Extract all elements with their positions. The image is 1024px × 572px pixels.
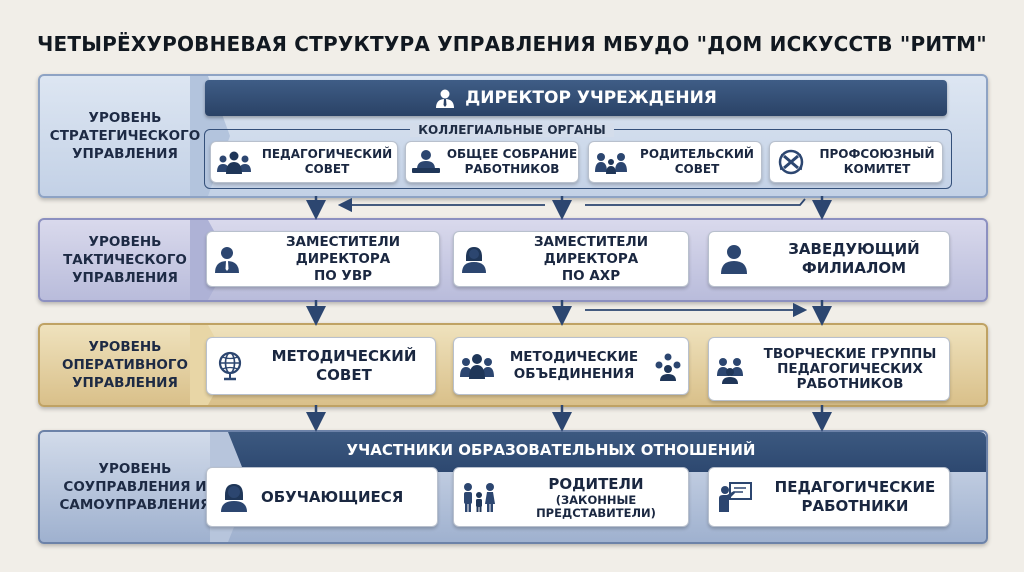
- deputy-ahr-box: ЗАМЕСТИТЕЛИ ДИРЕКТОРА ПО АХР: [453, 231, 689, 287]
- methodical-associations-box: МЕТОДИЧЕСКИЕ ОБЪЕДИНЕНИЯ: [453, 337, 689, 395]
- parents-label: РОДИТЕЛИ: [548, 474, 644, 493]
- team-circle-icon: [655, 353, 681, 381]
- operative-level-label: УРОВЕНЬ ОПЕРАТИВНОГО УПРАВЛЕНИЯ: [62, 339, 188, 391]
- parents-text: РОДИТЕЛИ (ЗАКОННЫЕ ПРЕДСТАВИТЕЛИ): [504, 475, 688, 520]
- creative-groups-box: ТВОРЧЕСКИЕ ГРУППЫ ПЕДАГОГИЧЕСКИХ РАБОТНИ…: [708, 337, 950, 401]
- emblem-icon: [778, 149, 804, 175]
- manager-icon: [215, 247, 239, 273]
- parent-council-box: РОДИТЕЛЬСКИЙ СОВЕТ: [588, 141, 762, 183]
- family-icon: [464, 483, 495, 512]
- branch-head-label: ЗАВЕДУЮЩИЙ ФИЛИАЛОМ: [788, 240, 920, 277]
- tactical-level-label: УРОВЕНЬ ТАКТИЧЕСКОГО УПРАВЛЕНИЯ: [63, 234, 187, 286]
- parents-sublabel: (ЗАКОННЫЕ ПРЕДСТАВИТЕЛИ): [536, 492, 656, 520]
- page-title: ЧЕТЫРЁХУРОВНЕВАЯ СТРУКТУРА УПРАВЛЕНИЯ МБ…: [37, 32, 987, 56]
- trade-union-box: ПРОФСОЮЗНЫЙ КОМИТЕТ: [769, 141, 943, 183]
- strategic-level-label: УРОВЕНЬ СТРАТЕГИЧЕСКОГО УПРАВЛЕНИЯ: [49, 110, 201, 162]
- self-management-level-label: УРОВЕНЬ СОУПРАВЛЕНИЯ И САМОУПРАВЛЕНИЯ: [59, 461, 211, 513]
- students-label: ОБУЧАЮЩИЕСЯ: [261, 487, 404, 506]
- director-icon: [436, 89, 455, 108]
- teacher-icon: [719, 482, 752, 512]
- chevron-decoration: [190, 76, 230, 196]
- pedagogical-council-box: ПЕДАГОГИЧЕСКИЙ СОВЕТ: [210, 141, 398, 183]
- meeting-icon: [412, 150, 440, 173]
- teachers-box: ПЕДАГОГИЧЕСКИЕ РАБОТНИКИ: [708, 467, 950, 527]
- arrow-group: [306, 196, 832, 432]
- deputy-uvr-label: ЗАМЕСТИТЕЛИ ДИРЕКТОРА ПО УВР: [285, 233, 401, 284]
- connector-line: [585, 198, 806, 206]
- family-group-icon: [595, 153, 627, 174]
- group-icon: [217, 151, 251, 174]
- general-meeting-box: ОБЩЕЕ СОБРАНИЕ РАБОТНИКОВ: [405, 141, 579, 183]
- person-icon: [721, 245, 747, 274]
- teachers-label: ПЕДАГОГИЧЕСКИЕ РАБОТНИКИ: [774, 478, 936, 515]
- students-box: ОБУЧАЮЩИЕСЯ: [206, 467, 438, 527]
- deputy-uvr-box: ЗАМЕСТИТЕЛИ ДИРЕКТОРА ПО УВР: [206, 231, 440, 287]
- globe-icon: [218, 351, 242, 381]
- methodical-council-box: МЕТОДИЧЕСКИЙ СОВЕТ: [206, 337, 436, 395]
- pedagogical-council-label: ПЕДАГОГИЧЕСКИЙ СОВЕТ: [261, 147, 393, 176]
- trade-union-label: ПРОФСОЮЗНЫЙ КОМИТЕТ: [819, 147, 935, 176]
- deputy-ahr-label: ЗАМЕСТИТЕЛИ ДИРЕКТОРА ПО АХР: [533, 233, 649, 284]
- creative-groups-label: ТВОРЧЕСКИЕ ГРУППЫ ПЕДАГОГИЧЕСКИХ РАБОТНИ…: [763, 345, 937, 392]
- parents-box: РОДИТЕЛИ (ЗАКОННЫЕ ПРЕДСТАВИТЕЛИ): [453, 467, 689, 527]
- methodical-council-label: МЕТОДИЧЕСКИЙ СОВЕТ: [271, 347, 417, 384]
- general-meeting-label: ОБЩЕЕ СОБРАНИЕ РАБОТНИКОВ: [446, 147, 578, 176]
- director-box: ДИРЕКТОР УЧРЕЖДЕНИЯ: [205, 80, 947, 116]
- student-icon: [221, 484, 247, 512]
- director-label: ДИРЕКТОР УЧРЕЖДЕНИЯ: [465, 88, 717, 108]
- team-icon: [460, 354, 494, 379]
- manager-female-icon: [462, 247, 486, 273]
- parent-council-label: РОДИТЕЛЬСКИЙ СОВЕТ: [640, 147, 754, 176]
- methodical-associations-label: МЕТОДИЧЕСКИЕ ОБЪЕДИНЕНИЯ: [509, 349, 639, 382]
- branch-head-box: ЗАВЕДУЮЩИЙ ФИЛИАЛОМ: [708, 231, 950, 287]
- creative-group-icon: [717, 358, 743, 384]
